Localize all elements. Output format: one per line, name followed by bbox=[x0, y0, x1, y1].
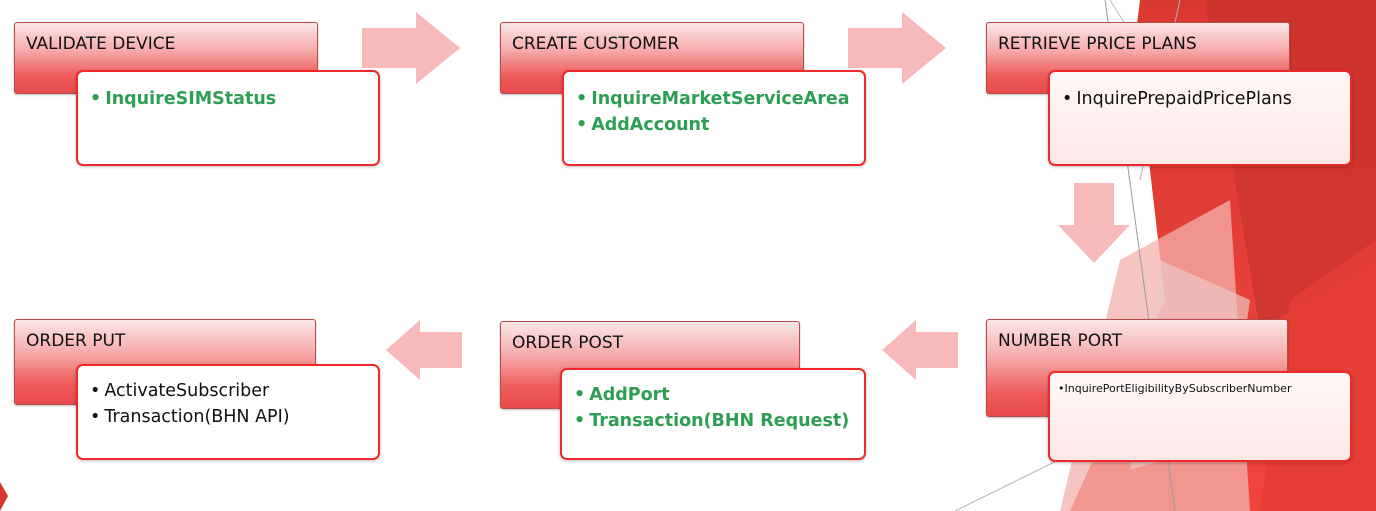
item-text: InquireMarketServiceArea bbox=[591, 89, 850, 109]
step-item-list: •InquirePortEligibilityBySubscriberNumbe… bbox=[1058, 381, 1350, 397]
step-item-list: •InquireSIMStatus bbox=[90, 86, 378, 112]
bullet-icon: • bbox=[90, 89, 102, 109]
item-text: InquirePrepaidPricePlans bbox=[1076, 89, 1292, 109]
bullet-icon: • bbox=[576, 89, 588, 109]
arrow-down-1 bbox=[1058, 183, 1130, 263]
step-title: ORDER PUT bbox=[26, 331, 126, 351]
step-card: •AddPort •Transaction(BHN Request) bbox=[560, 368, 866, 460]
list-item: •AddAccount bbox=[576, 112, 864, 138]
step-order-put: ORDER PUT •ActivateSubscriber •Transacti… bbox=[14, 319, 382, 463]
step-card: •InquirePrepaidPricePlans bbox=[1048, 70, 1352, 166]
bullet-icon: • bbox=[574, 411, 586, 431]
step-item-list: •ActivateSubscriber •Transaction(BHN API… bbox=[90, 378, 378, 430]
step-item-list: •InquirePrepaidPricePlans bbox=[1062, 86, 1350, 112]
step-order-post: ORDER POST •AddPort •Transaction(BHN Req… bbox=[500, 321, 868, 462]
item-text: ActivateSubscriber bbox=[104, 381, 270, 401]
step-card: •InquireMarketServiceArea •AddAccount bbox=[562, 70, 866, 166]
item-text: InquireSIMStatus bbox=[105, 89, 277, 109]
item-text: AddPort bbox=[589, 385, 670, 405]
item-text: Transaction(BHN API) bbox=[104, 407, 290, 427]
step-retrieve-price-plans: RETRIEVE PRICE PLANS •InquirePrepaidPric… bbox=[986, 22, 1354, 168]
step-item-list: •AddPort •Transaction(BHN Request) bbox=[574, 382, 864, 434]
list-item: •ActivateSubscriber bbox=[90, 378, 378, 404]
step-create-customer: CREATE CUSTOMER •InquireMarketServiceAre… bbox=[500, 22, 868, 168]
list-item: •AddPort bbox=[574, 382, 864, 408]
step-title: CREATE CUSTOMER bbox=[512, 34, 680, 54]
bullet-icon: • bbox=[90, 407, 101, 427]
step-card: •InquirePortEligibilityBySubscriberNumbe… bbox=[1048, 371, 1352, 462]
step-title: RETRIEVE PRICE PLANS bbox=[998, 34, 1197, 54]
list-item: •InquireMarketServiceArea bbox=[576, 86, 864, 112]
bullet-icon: • bbox=[1058, 382, 1065, 395]
list-item: •Transaction(BHN Request) bbox=[574, 408, 864, 434]
arrow-right-2 bbox=[848, 12, 946, 84]
list-item: •InquirePortEligibilityBySubscriberNumbe… bbox=[1058, 381, 1350, 397]
step-card: •InquireSIMStatus bbox=[76, 70, 380, 166]
bullet-icon: • bbox=[576, 115, 588, 135]
bullet-icon: • bbox=[574, 385, 586, 405]
decor-facet-left-edge bbox=[0, 482, 8, 511]
item-text: AddAccount bbox=[591, 115, 710, 135]
arrow-left-2 bbox=[386, 320, 462, 380]
bullet-icon: • bbox=[90, 381, 101, 401]
list-item: •InquirePrepaidPricePlans bbox=[1062, 86, 1350, 112]
arrow-left-1 bbox=[882, 320, 958, 380]
bullet-icon: • bbox=[1062, 89, 1073, 109]
step-title: VALIDATE DEVICE bbox=[26, 34, 176, 54]
list-item: •InquireSIMStatus bbox=[90, 86, 378, 112]
list-item: •Transaction(BHN API) bbox=[90, 404, 378, 430]
step-item-list: •InquireMarketServiceArea •AddAccount bbox=[576, 86, 864, 138]
step-card: •ActivateSubscriber •Transaction(BHN API… bbox=[76, 364, 380, 460]
step-title: NUMBER PORT bbox=[998, 331, 1123, 351]
step-number-port: NUMBER PORT •InquirePortEligibilityBySub… bbox=[986, 319, 1354, 464]
arrow-right-1 bbox=[362, 12, 460, 84]
step-title: ORDER POST bbox=[512, 333, 624, 353]
item-text: InquirePortEligibilityBySubscriberNumber bbox=[1064, 382, 1292, 395]
step-validate-device: VALIDATE DEVICE •InquireSIMStatus bbox=[14, 22, 382, 168]
item-text: Transaction(BHN Request) bbox=[589, 411, 850, 431]
